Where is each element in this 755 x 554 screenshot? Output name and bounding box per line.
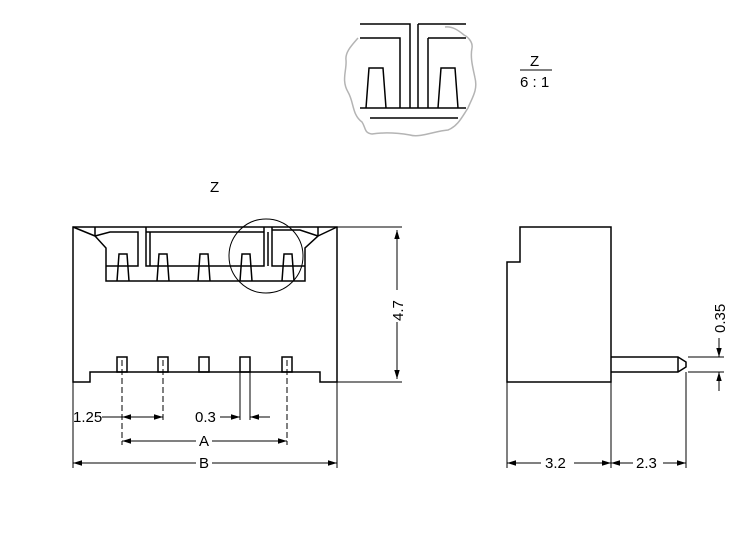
pin-thickness-label: 0.35	[712, 304, 729, 333]
front-pin-1	[116, 253, 130, 282]
detail-label: Z	[530, 53, 539, 70]
height-dim-label: 4.7	[390, 300, 407, 321]
front-pin-5	[281, 253, 295, 282]
front-pin-tail-4	[239, 356, 251, 373]
pitch-dim-label: 1.25	[73, 409, 102, 426]
side-pin	[611, 356, 687, 373]
front-pins	[116, 253, 295, 282]
front-cavity	[94, 227, 319, 282]
body-width-label: B	[199, 455, 209, 472]
detail-marker-label: Z	[210, 179, 219, 196]
side-view: 0.35 3.2 2.3	[506, 226, 729, 472]
front-pin-3	[197, 253, 211, 282]
front-cavity-edges	[72, 226, 338, 266]
front-center-lines	[121, 360, 288, 445]
detail-marker-circle	[228, 218, 304, 294]
depth-label: 3.2	[545, 455, 566, 472]
front-body-outline	[72, 226, 338, 383]
detail-pin-right	[437, 67, 459, 109]
detail-housing-left	[360, 23, 411, 108]
front-pin-tail-3	[198, 356, 210, 373]
front-view: Z	[72, 179, 407, 472]
detail-break-outline	[343, 26, 477, 137]
pin-span-label: A	[199, 433, 209, 450]
front-pin-tails	[116, 356, 293, 373]
detail-pin-left	[365, 67, 387, 109]
side-body-outline	[506, 226, 612, 383]
detail-base-line	[360, 107, 466, 119]
pin-length-label: 2.3	[636, 455, 657, 472]
detail-housing-right	[417, 23, 466, 108]
pinwidth-dim-label: 0.3	[195, 409, 216, 426]
front-pin-4	[239, 253, 253, 282]
detail-z-view: Z 6 : 1	[343, 23, 552, 137]
front-pin-2	[156, 253, 170, 282]
detail-scale: 6 : 1	[520, 74, 549, 91]
